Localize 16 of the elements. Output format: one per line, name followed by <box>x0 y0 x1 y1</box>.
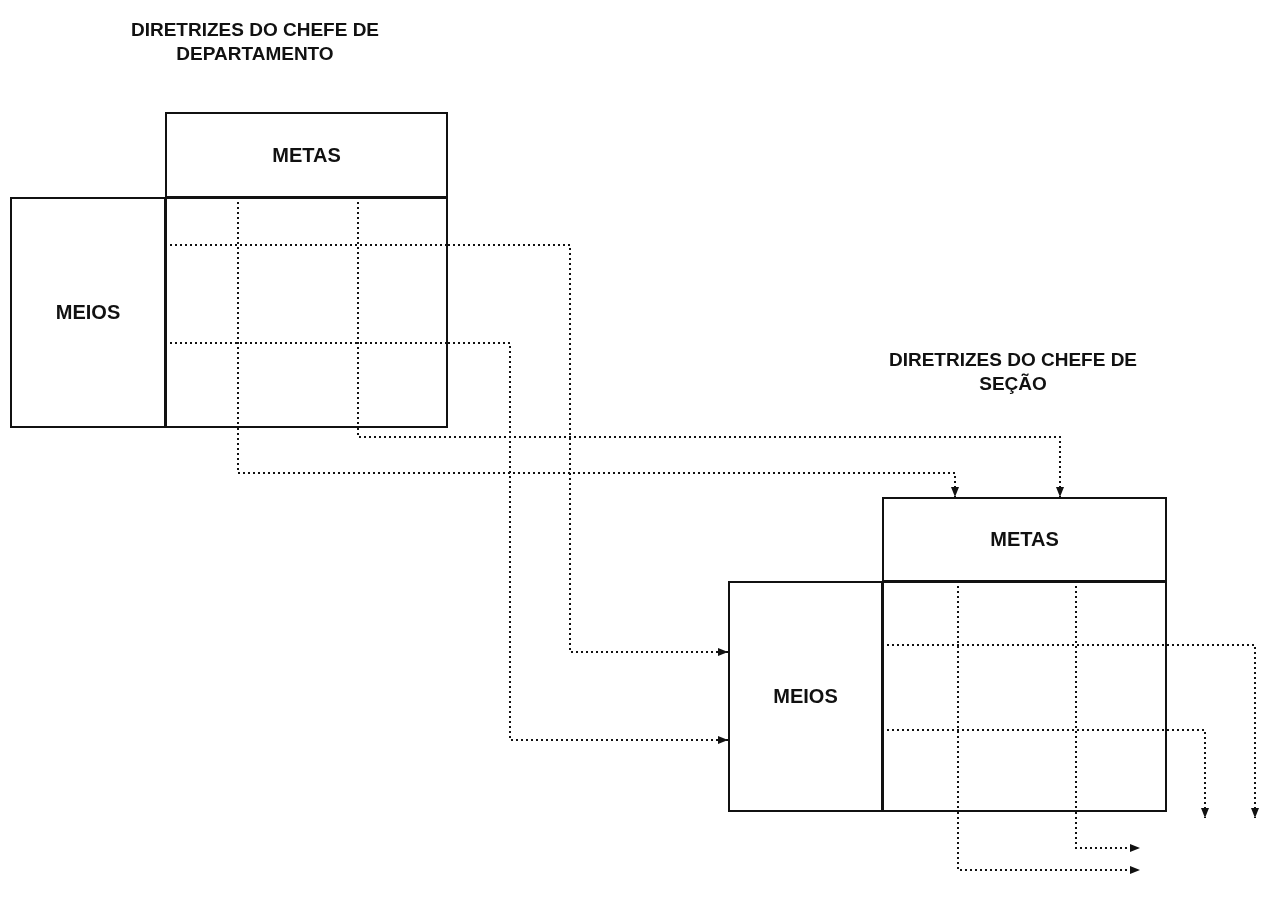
matrix-grid <box>165 197 448 428</box>
arrow <box>1075 811 1141 852</box>
column-header-box: METAS <box>882 497 1167 582</box>
row-header-box: MEIOS <box>10 197 166 428</box>
row-header-box: MEIOS <box>728 581 883 812</box>
matrix-title: DIRETRIZES DO CHEFE DE DEPARTAMENTO <box>129 18 381 66</box>
arrow <box>447 342 729 744</box>
arrow <box>237 427 959 498</box>
matrix-grid <box>882 581 1167 812</box>
arrow <box>357 427 1064 498</box>
matrix-title: DIRETRIZES DO CHEFE DE SEÇÃO <box>887 348 1139 396</box>
column-header-box: METAS <box>165 112 448 198</box>
arrow <box>447 244 729 656</box>
arrow <box>1166 729 1209 819</box>
arrow <box>1166 644 1259 819</box>
arrow <box>957 811 1141 874</box>
